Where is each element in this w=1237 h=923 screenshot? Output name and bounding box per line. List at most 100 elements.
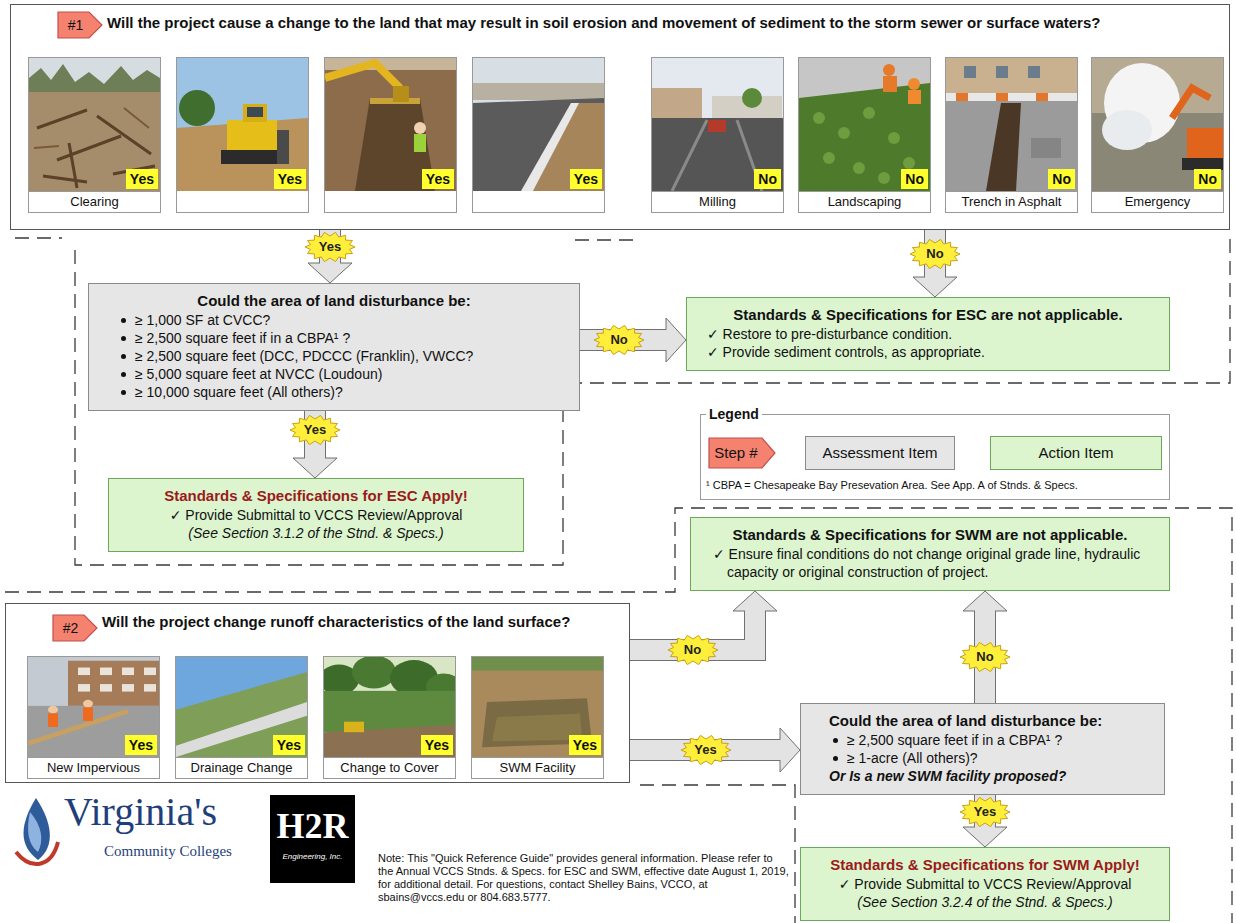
starburst-shape <box>594 325 644 354</box>
flow-arrow <box>630 728 800 772</box>
question-panel: #2YesNew ImperviousYesDrainage ChangeYes… <box>5 603 630 783</box>
photo-detail <box>946 93 1077 101</box>
photo-detail <box>473 83 604 100</box>
photo-detail <box>1092 58 1223 191</box>
bullet-item: ≥ 2,500 square feet if in a CBPA¹ ? <box>99 329 569 347</box>
photo-detail <box>1102 110 1152 150</box>
photo-detail <box>83 700 93 708</box>
check-item: ✓ Provide Submittal to VCCS Review/Appro… <box>813 875 1157 893</box>
decision-starburst: Yes <box>290 415 340 445</box>
photo-detail <box>28 711 128 743</box>
check-item: ✓ Provide Submittal to VCCS Review/Appro… <box>121 506 511 524</box>
label-holder: Note: This "Quick Reference Guide" provi… <box>378 852 790 904</box>
decision-starburst: Yes <box>681 735 731 765</box>
bullet-item: Or Is a new SWM facility proposed? <box>811 767 1154 785</box>
box-heading: Standards & Specifications for SWM Apply… <box>813 855 1157 875</box>
photo-detail <box>946 58 1077 93</box>
photo-detail <box>144 668 156 676</box>
region-boundary <box>575 239 640 240</box>
bullet-item: ≥ 2,500 square feet (DCC, PDCCC (Frankli… <box>99 347 569 365</box>
decision-starburst: No <box>960 642 1010 672</box>
photo-caption: Landscaping <box>799 191 930 212</box>
photo-detail <box>996 66 1008 78</box>
edge-label: No <box>594 325 644 355</box>
block-arrow-head <box>963 827 1007 847</box>
yes-no-tag: Yes <box>421 735 453 755</box>
logo-mark <box>24 798 50 860</box>
photo-detail <box>48 713 58 727</box>
action-box: Standards & Specifications for ESC Apply… <box>108 478 524 552</box>
photo-detail <box>414 122 426 134</box>
starburst-shape <box>668 635 718 664</box>
photo-detail <box>1031 138 1061 158</box>
photo-detail <box>247 107 263 117</box>
yes-no-tag: Yes <box>570 169 602 189</box>
bullet-item: ≥ 2,500 square feet if in a CBPA¹ ? <box>811 731 1154 749</box>
photo-caption: Clearing <box>29 191 160 212</box>
photo-detail <box>888 132 900 144</box>
label-holder: Virginia's <box>64 790 217 834</box>
photo-detail <box>83 707 93 721</box>
legend-swatch: Action Item <box>990 436 1162 470</box>
photo-caption: Drainage Change <box>176 757 307 778</box>
photo-detail <box>28 657 159 757</box>
logo-text: H2R <box>270 806 355 846</box>
block-arrow-head <box>780 728 800 772</box>
decision-starburst: No <box>910 239 960 269</box>
legend-title: Legend <box>706 406 762 422</box>
logo-swoosh <box>16 842 58 864</box>
edge-label: No <box>668 635 718 665</box>
region-boundary <box>15 237 62 238</box>
step-badge: #1 <box>57 11 103 39</box>
photo-detail <box>473 58 604 191</box>
photo-tile: NoLandscaping <box>798 57 931 213</box>
photo-caption: Trench in Asphalt <box>946 191 1077 212</box>
photo-caption: Change to Cover <box>324 757 455 778</box>
photo-detail <box>176 702 307 757</box>
block-arrow-head <box>963 591 1007 611</box>
check-item: ✓ Ensure final conditions do not change … <box>703 545 1157 581</box>
photo-detail <box>838 127 850 139</box>
photo-detail <box>325 63 400 88</box>
photo-detail <box>964 66 976 78</box>
photo-detail <box>100 668 112 676</box>
question-text: Will the project change runoff character… <box>102 604 629 631</box>
photo-tile: NoEmergency <box>1091 57 1224 213</box>
photo-tile: Yes <box>176 57 309 213</box>
photo-detail <box>1187 128 1223 158</box>
photo-detail <box>903 157 915 169</box>
photo-caption: SWM Facility <box>472 757 603 778</box>
starburst-shape <box>910 239 960 268</box>
check-item: ✓ Restore to pre-disturbance condition. <box>699 325 1157 343</box>
footnote: ¹ CBPA = Chesapeake Bay Presevation Area… <box>706 479 1168 492</box>
action-box: Standards & Specifications for SWM are n… <box>690 517 1170 591</box>
photo-detail <box>414 134 426 152</box>
flow-arrow <box>580 318 686 362</box>
edge-label: Yes <box>681 735 731 765</box>
photo-detail <box>122 684 134 692</box>
step-number: #1 <box>57 11 103 39</box>
question-panel: #1YesClearingYesYesYesNoMillingNoLandsca… <box>10 4 1230 230</box>
photo-detail <box>221 150 283 164</box>
block-arrow-head <box>293 458 337 478</box>
question-text: Will the project cause a change to the l… <box>107 5 1229 32</box>
photo-detail <box>472 657 603 757</box>
legend-text: Action Item <box>991 437 1161 469</box>
block-arrow-head <box>666 318 686 362</box>
photo-detail <box>78 684 90 692</box>
logo-mark <box>28 812 41 852</box>
box-heading: Standards & Specifications for SWM are n… <box>703 525 1157 545</box>
photo-detail <box>863 107 875 119</box>
block-arrow-head <box>733 591 777 611</box>
photo-detail <box>179 90 215 126</box>
photo-tile: YesSWM Facility <box>471 656 604 779</box>
yes-no-tag: Yes <box>126 169 158 189</box>
logo-panel <box>270 795 355 883</box>
yes-no-tag: No <box>1194 169 1221 189</box>
logo-text: Community Colleges <box>104 842 232 860</box>
legend-swatch: Assessment Item <box>805 436 955 470</box>
yes-no-tag: No <box>901 169 928 189</box>
photo-detail <box>708 120 726 132</box>
label-holder: Community Colleges <box>104 842 232 860</box>
